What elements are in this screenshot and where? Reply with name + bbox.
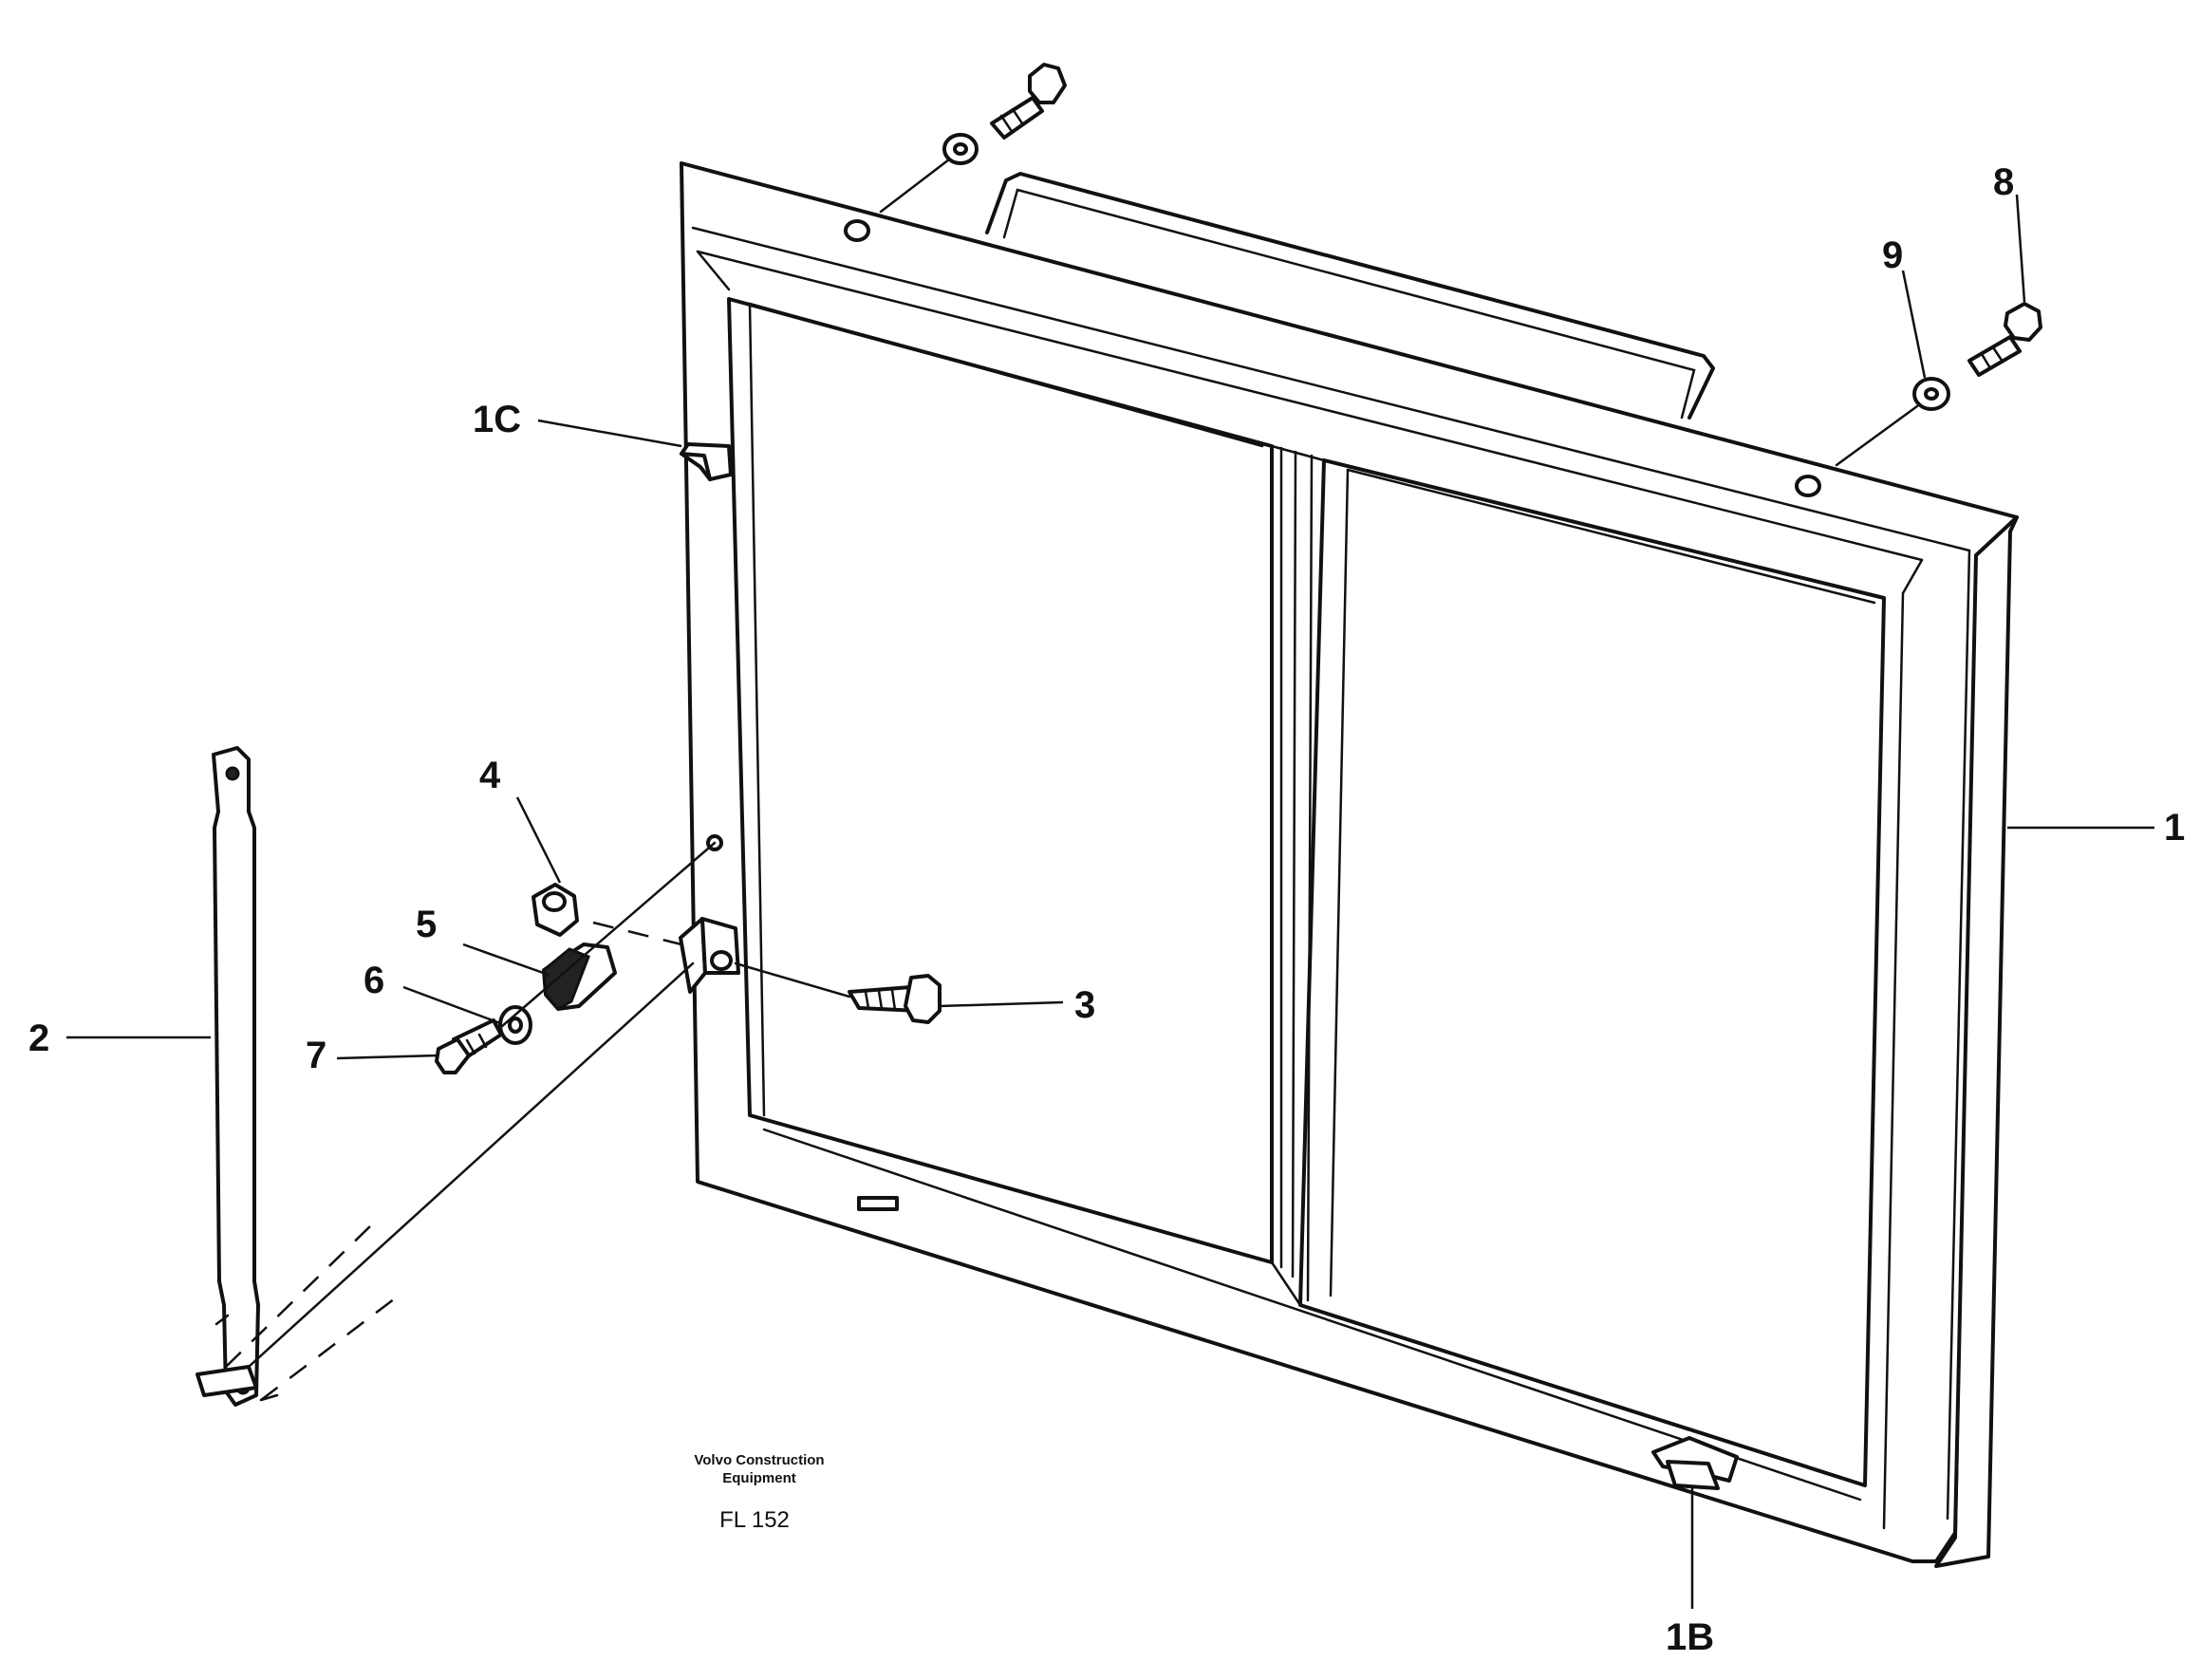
frame-top-handle xyxy=(985,172,1715,420)
callout-1c: 1C xyxy=(473,399,521,440)
spacer-5 xyxy=(542,943,617,1011)
washer-9 xyxy=(1835,377,1950,467)
callout-7: 7 xyxy=(306,1035,326,1076)
callout-1b: 1B xyxy=(1666,1616,1714,1658)
callout-3: 3 xyxy=(1074,984,1095,1026)
clip-1c xyxy=(680,442,733,481)
callout-2: 2 xyxy=(28,1017,49,1059)
window-frame xyxy=(680,161,2019,1568)
caption-company-line2: Equipment xyxy=(722,1470,796,1486)
nut-4 xyxy=(531,883,579,937)
caption-code: FL 152 xyxy=(719,1507,790,1533)
top-bolt xyxy=(879,63,1067,214)
bolt-8 xyxy=(1967,302,2042,377)
callout-1: 1 xyxy=(2164,807,2185,849)
screw-3 xyxy=(734,961,942,1024)
callout-4: 4 xyxy=(479,755,501,796)
callout-6: 6 xyxy=(364,960,384,1001)
stay-arm xyxy=(196,746,695,1407)
diagram-caption: Volvo Construction Equipment FL 152 xyxy=(694,1452,824,1533)
callout-5: 5 xyxy=(416,904,437,945)
screw-7 xyxy=(435,841,717,1074)
callout-8: 8 xyxy=(1993,161,2014,203)
washer-6 xyxy=(498,1005,532,1045)
caption-company-line1: Volvo Construction xyxy=(694,1452,824,1468)
callout-labels: 1 2 3 4 5 6 7 8 9 1C 1B xyxy=(28,161,2185,1658)
catch-1b xyxy=(1651,1436,1739,1490)
hinge-bracket xyxy=(679,834,740,994)
callout-9: 9 xyxy=(1882,234,1903,276)
leader-lines xyxy=(66,194,2154,1609)
